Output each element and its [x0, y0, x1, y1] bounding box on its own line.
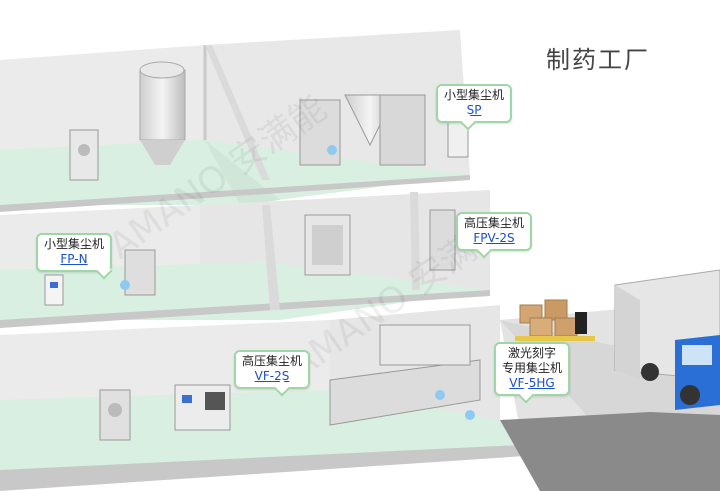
callout-vf-2s: 高压集尘机 VF-2S: [234, 350, 311, 389]
callout-vf-2s-name: 高压集尘机: [242, 354, 303, 368]
equipment-floor-1: [99, 324, 481, 441]
cargo-pallets: [515, 299, 595, 341]
callout-vf-5hg-name-line2: 专用集尘机: [502, 361, 563, 375]
callout-vf-5hg: 激光刻字 专用集尘机 VF-5HG: [494, 342, 571, 396]
link-fp-n[interactable]: FP-N: [60, 252, 88, 266]
callout-fpv-2s: 高压集尘机 FPV-2S: [456, 212, 533, 251]
link-vf-5hg[interactable]: VF-5HG: [509, 376, 555, 390]
callout-sp: 小型集尘机 SP: [436, 84, 513, 123]
link-fpv-2s[interactable]: FPV-2S: [473, 231, 515, 245]
equipment-floor-3: [69, 61, 469, 181]
equipment-floor-2: [44, 209, 456, 306]
callout-sp-name: 小型集尘机: [444, 88, 505, 102]
callout-vf-5hg-name-line1: 激光刻字: [508, 346, 557, 360]
truck: [614, 269, 720, 410]
link-sp[interactable]: SP: [466, 103, 482, 117]
callout-fp-n-name: 小型集尘机: [44, 237, 105, 251]
callout-fp-n: 小型集尘机 FP-N: [36, 233, 113, 272]
page-title: 制药工厂: [546, 46, 650, 74]
link-vf-2s[interactable]: VF-2S: [254, 369, 290, 383]
callout-fpv-2s-name: 高压集尘机: [464, 216, 525, 230]
